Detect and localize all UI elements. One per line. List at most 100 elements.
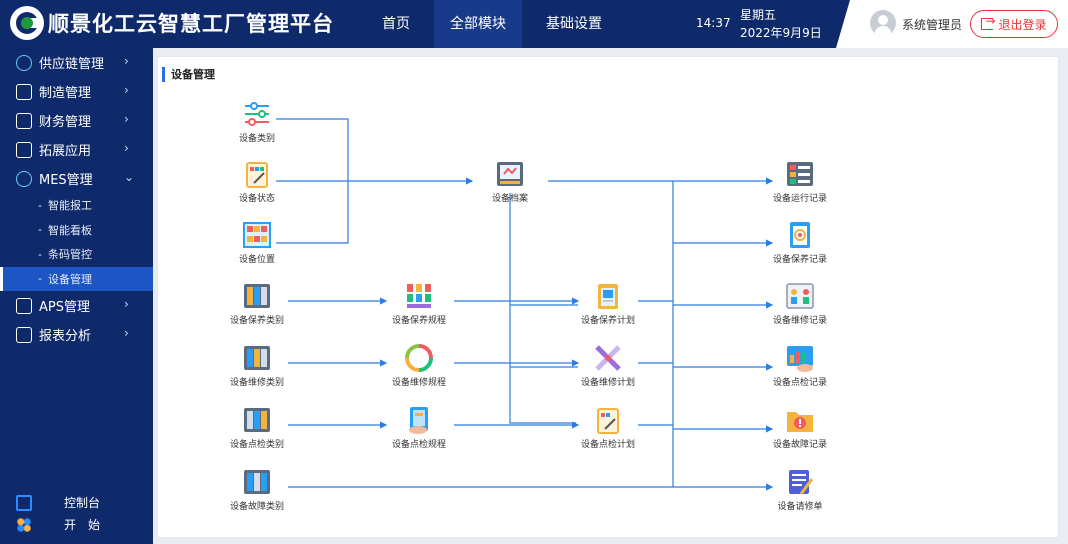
node-label: 设备维修规程 — [391, 378, 446, 388]
sidebar-subitem-label: 智能看板 — [47, 223, 92, 237]
screen-chart-icon — [785, 343, 815, 373]
node-equipment-location[interactable]: 设备位置 — [212, 220, 302, 265]
node-repair-procedure[interactable]: 设备维修规程 — [374, 343, 464, 388]
factory-icon — [16, 83, 32, 100]
sidebar-item-reports[interactable]: 报表分析 › — [0, 320, 153, 349]
sidebar-subitem-label: 智能报工 — [47, 199, 92, 213]
start-button[interactable]: 开 始 — [16, 516, 100, 533]
topnav-home[interactable]: 首页 — [382, 16, 410, 32]
node-repair-record[interactable]: 设备维修记录 — [755, 281, 845, 326]
node-repair-category[interactable]: 设备维修类别 — [212, 343, 302, 388]
color-blocks-icon — [404, 281, 434, 311]
node-inspection-plan[interactable]: 设备点检计划 — [563, 405, 653, 450]
chevron-right-icon: › — [124, 326, 129, 340]
chevron-right-icon: › — [124, 112, 129, 126]
shelf-icon — [242, 220, 272, 250]
binders-icon — [242, 281, 272, 311]
chevron-right-icon: › — [124, 54, 129, 68]
sidebar-item-finance[interactable]: 财务管理 › — [0, 106, 153, 135]
node-operation-record[interactable]: 设备运行记录 — [755, 159, 845, 204]
sidebar-item-label: 供应链管理 — [39, 57, 105, 72]
sidebar-item-mes[interactable]: MES管理 ⌄ — [0, 164, 153, 193]
refresh-cycle-icon — [404, 343, 434, 373]
node-label: 设备维修计划 — [580, 378, 635, 388]
node-equipment-status[interactable]: 设备状态 — [212, 159, 302, 204]
sidebar-item-label: 制造管理 — [39, 86, 92, 101]
app-logo[interactable]: 顺景化工云智慧工厂管理平台 — [10, 6, 334, 40]
clipboard-gear-icon — [785, 220, 815, 250]
binders-icon — [242, 405, 272, 435]
sidebar-item-label: 拓展应用 — [39, 144, 92, 159]
clipboard-pencil-icon — [593, 405, 623, 435]
node-maintenance-procedure[interactable]: 设备保养规程 — [374, 281, 464, 326]
logo-mark-icon — [10, 6, 44, 40]
folder-warning-icon — [785, 405, 815, 435]
sidebar: 供应链管理 › 制造管理 › 财务管理 › 拓展应用 › MES管理 ⌄ -智能… — [0, 48, 153, 544]
chart-icon — [16, 326, 32, 343]
chevron-right-icon: › — [124, 83, 129, 97]
logout-button[interactable]: 退出登录 — [970, 10, 1058, 38]
node-label: 设备保养记录 — [772, 255, 827, 265]
main-content: 设备管理 — [157, 56, 1059, 538]
console-button[interactable]: 控制台 — [16, 494, 100, 511]
node-fault-category[interactable]: 设备故障类别 — [212, 467, 302, 512]
node-label: 设备点检记录 — [772, 378, 827, 388]
node-equipment-category[interactable]: 设备类别 — [212, 99, 302, 144]
top-header: 顺景化工云智慧工厂管理平台 首页 全部模块 基础设置 14:37 星期五 202… — [0, 0, 1068, 48]
sidebar-subitem-board[interactable]: -智能看板 — [38, 223, 92, 237]
node-maintenance-plan[interactable]: 设备保养计划 — [563, 281, 653, 326]
node-label: 设备类别 — [238, 134, 275, 144]
clipboard-plan-icon — [593, 281, 623, 311]
topnav-all-modules[interactable]: 全部模块 — [434, 0, 522, 48]
sidebar-item-supply-chain[interactable]: 供应链管理 › — [0, 48, 153, 77]
username[interactable]: 系统管理员 — [902, 18, 963, 32]
sidebar-subitem-label: 设备管理 — [47, 272, 92, 286]
node-label: 设备保养类别 — [229, 316, 284, 326]
monitor-list-icon — [785, 159, 815, 189]
sidebar-item-aps[interactable]: APS管理 › — [0, 291, 153, 320]
node-repair-request[interactable]: 设备请修单 — [755, 467, 845, 512]
node-maintenance-category[interactable]: 设备保养类别 — [212, 281, 302, 326]
logout-icon — [981, 14, 996, 30]
clock-date: 星期五 2022年9月9日 — [740, 6, 822, 42]
node-label: 设备运行记录 — [772, 194, 827, 204]
chevron-down-icon: ⌄ — [124, 170, 135, 184]
node-inspection-procedure[interactable]: 设备点检规程 — [374, 405, 464, 450]
sidebar-subitem-barcode[interactable]: -条码管控 — [38, 247, 92, 262]
clock-full-date: 2022年9月9日 — [740, 26, 822, 40]
finance-icon — [16, 112, 32, 129]
page-title: 设备管理 — [162, 67, 215, 82]
sidebar-item-label: APS管理 — [39, 300, 90, 315]
node-maintenance-record[interactable]: 设备保养记录 — [755, 220, 845, 265]
avatar-icon[interactable] — [870, 10, 896, 36]
node-label: 设备保养计划 — [580, 316, 635, 326]
user-area: 系统管理员 退出登录 — [836, 0, 1068, 48]
node-repair-plan[interactable]: 设备维修计划 — [563, 343, 653, 388]
chevron-right-icon: › — [124, 297, 129, 311]
start-label: 开 始 — [64, 518, 101, 532]
flow-connectors — [276, 118, 774, 491]
sidebar-item-label: MES管理 — [39, 173, 93, 188]
node-label: 设备位置 — [238, 255, 275, 265]
node-label: 设备维修类别 — [229, 378, 284, 388]
sidebar-item-extension[interactable]: 拓展应用 › — [0, 135, 153, 164]
node-label: 设备档案 — [491, 194, 528, 204]
node-inspection-record[interactable]: 设备点检记录 — [755, 343, 845, 388]
node-inspection-category[interactable]: 设备点检类别 — [212, 405, 302, 450]
console-label: 控制台 — [64, 496, 101, 510]
sliders-icon — [242, 99, 272, 129]
node-label: 设备点检类别 — [229, 440, 284, 450]
node-fault-record[interactable]: 设备故障记录 — [755, 405, 845, 450]
chevron-right-icon: › — [124, 141, 129, 155]
sidebar-subitem-equipment[interactable]: -设备管理 — [0, 266, 153, 291]
sidebar-item-label: 报表分析 — [39, 329, 92, 344]
node-label: 设备维修记录 — [772, 316, 827, 326]
binders-icon — [242, 467, 272, 497]
sidebar-item-manufacturing[interactable]: 制造管理 › — [0, 77, 153, 106]
topnav-basic-settings[interactable]: 基础设置 — [546, 16, 602, 32]
tools-cross-icon — [593, 343, 623, 373]
sidebar-subitem-label: 条码管控 — [47, 248, 92, 262]
node-equipment-archive[interactable]: 设备档案 — [465, 159, 555, 204]
sidebar-subitem-report[interactable]: -智能报工 — [38, 198, 92, 213]
mes-icon — [16, 170, 32, 187]
